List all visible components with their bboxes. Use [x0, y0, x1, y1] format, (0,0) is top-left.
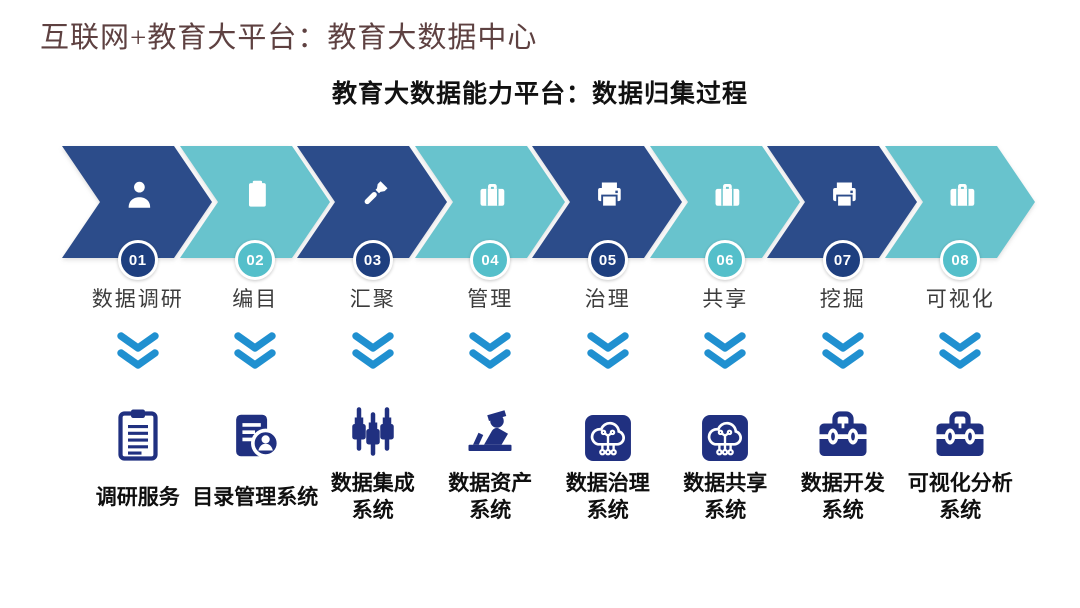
- catalog-doc-user-icon: [236, 414, 281, 458]
- step-arrow-3: [297, 146, 447, 258]
- person-icon: [128, 181, 151, 208]
- cloud-circuit-icon: [584, 415, 631, 461]
- system-label: 数据资产系统: [448, 472, 533, 522]
- step-badge: 03: [352, 240, 393, 280]
- step-label: 治理: [584, 287, 631, 311]
- step-badge: 05: [587, 240, 628, 280]
- toolbox-icon: [936, 411, 984, 456]
- integration-plugs-icon: [352, 407, 394, 456]
- system-label: 调研服务: [95, 485, 180, 509]
- step-label: 挖掘: [819, 287, 866, 311]
- step-label: 编目: [232, 287, 279, 311]
- step-badge: 06: [705, 240, 746, 280]
- step-label: 汇聚: [349, 287, 396, 311]
- system-label: 数据共享系统: [683, 472, 768, 522]
- asset-officer-icon: [468, 410, 512, 451]
- page-title: 互联网+教育大平台：教育大数据中心: [40, 22, 538, 54]
- system-label: 数据集成系统: [330, 472, 415, 522]
- double-chevron-down-icon: [117, 332, 159, 369]
- step-label: 管理: [467, 287, 514, 311]
- system-label: 数据治理系统: [565, 472, 650, 522]
- system-label: 数据开发系统: [800, 472, 885, 522]
- step-arrow-2: [179, 146, 330, 258]
- step-arrow-4: [414, 146, 565, 258]
- double-chevron-down-icon: [704, 332, 746, 369]
- step-arrow-8: [884, 146, 1035, 258]
- system-icons-row: [79, 399, 1019, 465]
- step-arrow-1: [62, 146, 212, 258]
- briefcase-icon: [480, 183, 504, 206]
- system-label: 可视化分析系统: [907, 472, 1013, 522]
- down-chevrons-row: [79, 331, 1019, 373]
- step-label: 数据调研: [91, 287, 184, 311]
- step-badge: 01: [117, 240, 158, 280]
- briefcase-icon: [715, 183, 739, 206]
- step-badge: 02: [235, 240, 276, 280]
- process-subtitle: 教育大数据能力平台：数据归集过程: [331, 80, 748, 108]
- toolbox-icon: [819, 411, 867, 456]
- cloud-circuit-icon: [702, 415, 749, 461]
- briefcase-icon: [950, 183, 974, 206]
- system-label: 目录管理系统: [192, 485, 319, 509]
- step-label: 共享: [702, 287, 749, 311]
- double-chevron-down-icon: [234, 332, 276, 369]
- step-badges-row: 01 02 03 04 05 06 07 08: [79, 240, 1019, 280]
- system-labels-row: 调研服务 目录管理系统 数据集成系统 数据资产系统 数据治理系统 数据共享系统 …: [79, 470, 1019, 524]
- double-chevron-down-icon: [939, 332, 981, 369]
- printer-icon: [833, 182, 856, 208]
- step-badge: 08: [940, 240, 981, 280]
- double-chevron-down-icon: [352, 332, 394, 369]
- flashlight-icon: [364, 181, 388, 205]
- step-badge: 04: [470, 240, 511, 280]
- printer-icon: [598, 182, 621, 208]
- survey-clipboard-icon: [118, 409, 158, 461]
- double-chevron-down-icon: [822, 332, 864, 369]
- double-chevron-down-icon: [469, 332, 511, 369]
- step-arrow-7: [767, 146, 917, 258]
- process-arrow-band: [62, 146, 1035, 258]
- step-arrow-6: [649, 146, 800, 258]
- clipboard-icon: [248, 180, 266, 207]
- step-labels-row: 数据调研 编目 汇聚 管理 治理 共享 挖掘 可视化: [79, 283, 1019, 313]
- step-badge: 07: [822, 240, 863, 280]
- double-chevron-down-icon: [587, 332, 629, 369]
- step-label: 可视化: [925, 287, 995, 311]
- step-arrow-5: [532, 146, 682, 258]
